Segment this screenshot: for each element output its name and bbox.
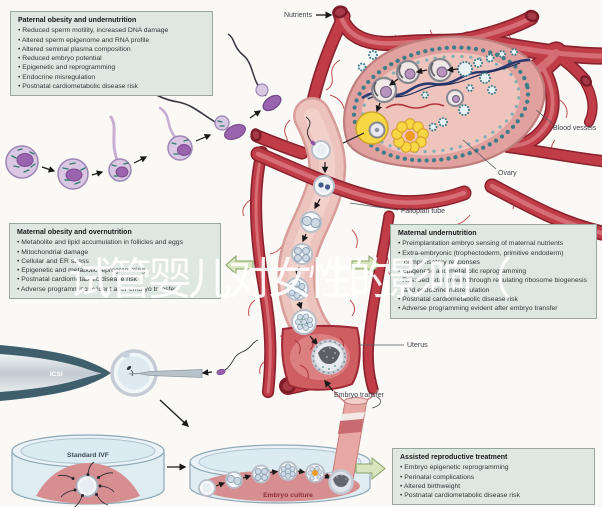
- bullet-item: • Altered birthweight: [400, 482, 461, 490]
- bullet-item: • Extra-embryonic (trophectoderm, primit…: [398, 249, 564, 266]
- bullet-item: • Mitochondrial damage: [17, 248, 89, 256]
- blood-vessels-label: Blood vessels: [553, 125, 597, 132]
- maternal-undernutrition-items: • Preimplantation embryo sensing of mate…: [398, 239, 589, 313]
- bullet-item: • Rescued fetal growth through regulatin…: [398, 277, 588, 294]
- eight-cell-embryo: [285, 277, 309, 301]
- green-arrows: [225, 254, 386, 481]
- embryo-transfer-label: Embryo transfer: [334, 392, 384, 399]
- culture-embryo-3: [251, 464, 271, 484]
- morula-tube: [291, 309, 317, 335]
- four-cell-embryo: [291, 243, 313, 265]
- standard-ivf-label: Standard IVF: [67, 452, 109, 459]
- maternal-obesity-box: Maternal obesity and overnutrition • Met…: [9, 223, 221, 300]
- bullet-item: • Preimplantation embryo sensing of mate…: [398, 240, 564, 248]
- primordial-follicles: [357, 48, 518, 132]
- spermatocyte: [57, 158, 89, 190]
- bullet-item: • Embryo epigenetic reprogramming: [400, 464, 509, 472]
- ivf-dish: [11, 434, 165, 507]
- mature-spermatozoon: [227, 33, 282, 112]
- uterus-label: Uterus: [407, 342, 428, 349]
- spermatogonium: [5, 145, 39, 179]
- bullet-item: • Endocrine misregulation: [18, 73, 96, 81]
- bullet-item: • Altered sperm epigenome and RNA profil…: [18, 36, 150, 44]
- embryo-culture-label: Embryo culture: [263, 492, 313, 499]
- assisted-reproductive-items: • Embryo epigenetic reprogramming• Perin…: [400, 463, 587, 500]
- bullet-item: • Epigenetic and reprogramming: [18, 64, 116, 72]
- bullet-item: • Postnatal cardiometabolic disease risk: [18, 83, 138, 91]
- ivf-sperm: [57, 461, 115, 507]
- bullet-item: • Metabolite and lipid accumulation in f…: [17, 239, 183, 247]
- watermark-text: 试管婴儿对女性的影响（: [68, 254, 512, 305]
- sperm-maturation: [5, 33, 282, 190]
- injection-needle: [137, 369, 203, 378]
- maternal-obesity-title: Maternal obesity and overnutrition: [17, 229, 132, 236]
- bullet-item: • Cellular and ER stress: [17, 257, 89, 265]
- bullet-item: • Postnatal cardiometabolic disease risk: [400, 492, 520, 500]
- label-lines: [349, 109, 554, 346]
- blastocyst-implanting: [311, 339, 347, 375]
- fallopian-tube-label: Fallopian tube: [401, 208, 445, 215]
- green-arrow-art: [355, 456, 386, 481]
- two-cell-embryo: [300, 211, 322, 233]
- culture-dish: Embryo culture: [189, 444, 371, 504]
- bullet-item: • Postnatal cardiometabolic disease risk: [398, 296, 518, 304]
- bullet-item: • Perinatal complications: [400, 473, 475, 481]
- maternal-obesity-items: • Metabolite and lipid accumulation in f…: [17, 238, 213, 294]
- paternal-box-items: • Reduced sperm motility, increased DNA …: [18, 26, 205, 91]
- preovulatory-follicle: [355, 111, 389, 145]
- culture-embryo-2: [225, 471, 243, 489]
- green-arrow-left: [225, 254, 254, 276]
- culture-embryo-5: [305, 463, 325, 483]
- assisted-reproductive-title: Assisted reproductive treatment: [400, 454, 508, 461]
- culture-embryo-1: [198, 479, 216, 497]
- bullet-item: • Adverse programming evident after embr…: [398, 305, 558, 313]
- bullet-item: • Reduced sperm motility, increased DNA …: [18, 27, 169, 35]
- zygote-pronuclei: [313, 175, 335, 197]
- bullet-item: • Epigenetic and metabolic reprogramming: [17, 267, 146, 275]
- bullet-item: • Postnatal cardiometabolic disease risk: [17, 276, 137, 284]
- elongating-spermatid: [158, 106, 193, 161]
- culture-blastocyst: [328, 469, 354, 495]
- icsi-group: [0, 339, 259, 427]
- ovary-label: Ovary: [498, 170, 517, 177]
- bullet-item: • Epigenetic and metabolic reprogramming: [398, 268, 527, 276]
- culture-embryo-4: [278, 461, 298, 481]
- bullet-item: • Adverse programming evident after embr…: [17, 285, 177, 293]
- bullet-item: • Altered seminal plasma composition: [18, 45, 131, 53]
- icsi-label: ICSI: [50, 371, 63, 378]
- vessel-end-caps: [250, 5, 592, 142]
- assisted-reproductive-box: Assisted reproductive treatment • Embryo…: [392, 448, 595, 506]
- maternal-undernutrition-box: Maternal undernutrition • Preimplantatio…: [390, 224, 597, 319]
- corpus-luteum: [391, 118, 429, 153]
- embryo-stages-tube: [285, 116, 347, 375]
- paternal-box: Paternal obesity and undernutrition • Re…: [10, 11, 213, 97]
- paternal-box-title: Paternal obesity and undernutrition: [18, 17, 137, 24]
- bullet-item: • Reduced embryo potential: [18, 55, 102, 63]
- crossing-vessel: [250, 146, 472, 211]
- maternal-undernutrition-title: Maternal undernutrition: [398, 230, 477, 237]
- ovary: [334, 35, 546, 170]
- round-spermatid: [108, 115, 132, 182]
- green-arrow-right: [351, 254, 381, 276]
- ovary-vessel-red: [385, 103, 445, 109]
- nutrients-label: Nutrients: [284, 12, 313, 19]
- icsi-sperm: [216, 339, 259, 376]
- oocyte-fertilisation: [305, 116, 331, 160]
- growing-follicles: [370, 57, 464, 107]
